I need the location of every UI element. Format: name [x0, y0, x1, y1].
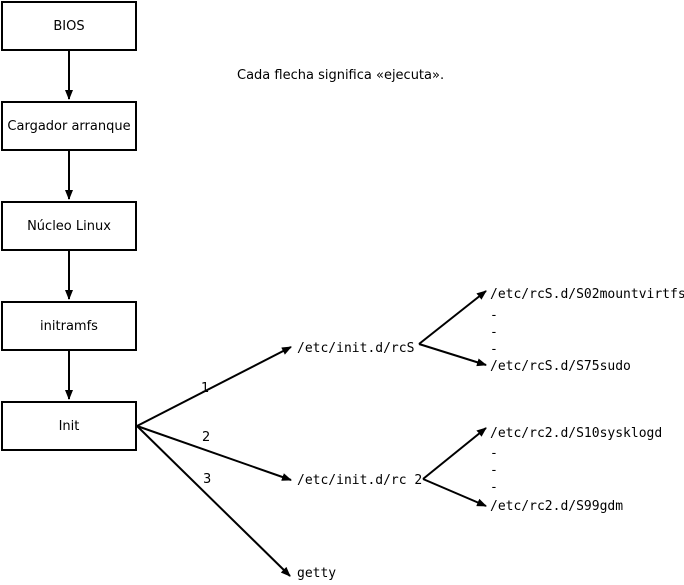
- branch-path-label: /etc/init.d/rcS: [297, 341, 415, 356]
- branch-path-label: /etc/init.d/rc 2: [297, 473, 423, 488]
- boot-stage-box: initramfs: [1, 301, 137, 351]
- boot-stage-label: Cargador arranque: [7, 118, 131, 134]
- branch-number: 3: [203, 472, 212, 487]
- branch-arrow-2: [136, 425, 292, 481]
- boot-stage-box: Cargador arranque: [1, 101, 137, 151]
- branch-path-label: getty: [297, 566, 337, 581]
- boot-stage-label: BIOS: [53, 18, 85, 34]
- branch-arrow-group: [136, 346, 292, 577]
- boot-stage-box: Init: [1, 401, 137, 451]
- boot-stage-label: Init: [58, 418, 80, 434]
- ellipsis-dash: -: [490, 480, 498, 495]
- child-path-label: /etc/rcS.d/S02mountvirtfs: [490, 287, 684, 302]
- boot-stage-box: Núcleo Linux: [1, 201, 137, 251]
- ellipsis-dash: -: [490, 325, 498, 340]
- boot-stage-label: initramfs: [40, 318, 98, 334]
- child-path-label: /etc/rcS.d/S75sudo: [490, 359, 631, 374]
- ellipsis-dash: -: [490, 446, 498, 461]
- ellipsis-dash: -: [490, 342, 498, 357]
- child-arrow: [418, 290, 487, 345]
- ellipsis-dash: -: [490, 308, 498, 323]
- boot-stage-label: Núcleo Linux: [27, 218, 111, 234]
- child-arrow-group: [418, 290, 487, 507]
- branch-number: 1: [201, 381, 210, 396]
- child-path-label: /etc/rc2.d/S99gdm: [490, 499, 624, 514]
- boot-stage-box: BIOS: [1, 1, 137, 51]
- child-arrow: [418, 343, 487, 367]
- child-arrow: [422, 478, 487, 507]
- branch-arrow-3: [136, 425, 291, 577]
- branch-number: 2: [202, 430, 211, 445]
- child-path-label: /etc/rc2.d/S10sysklogd: [490, 426, 663, 441]
- diagram-caption: Cada flecha significa «ejecuta».: [237, 68, 445, 83]
- branch-arrow-1: [136, 346, 292, 427]
- child-arrow: [422, 427, 487, 480]
- ellipsis-dash: -: [490, 463, 498, 478]
